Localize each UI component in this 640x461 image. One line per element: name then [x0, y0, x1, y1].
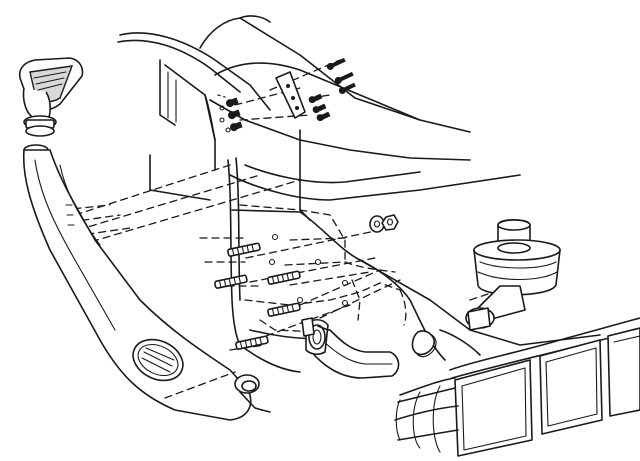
front-fender [227, 157, 601, 373]
roof-line [199, 15, 521, 221]
hose-clip [301, 317, 329, 337]
mounting-screws [226, 57, 356, 132]
leader-lines [164, 371, 271, 413]
snorkel-air-ram-head [18, 57, 84, 156]
intake-hose [305, 318, 400, 379]
washers-and-nuts [369, 214, 399, 233]
snorkel-logo-badge [132, 338, 184, 382]
mounting-studs [214, 242, 301, 350]
air-cleaner [465, 218, 561, 331]
mounting-holes [219, 105, 349, 307]
windscreen-frame [117, 32, 271, 201]
assembly-guide-lines [61, 59, 501, 351]
vehicle-grille [394, 317, 640, 457]
snorkel-body-tube [22, 149, 263, 421]
mounting-bracket [275, 71, 306, 119]
